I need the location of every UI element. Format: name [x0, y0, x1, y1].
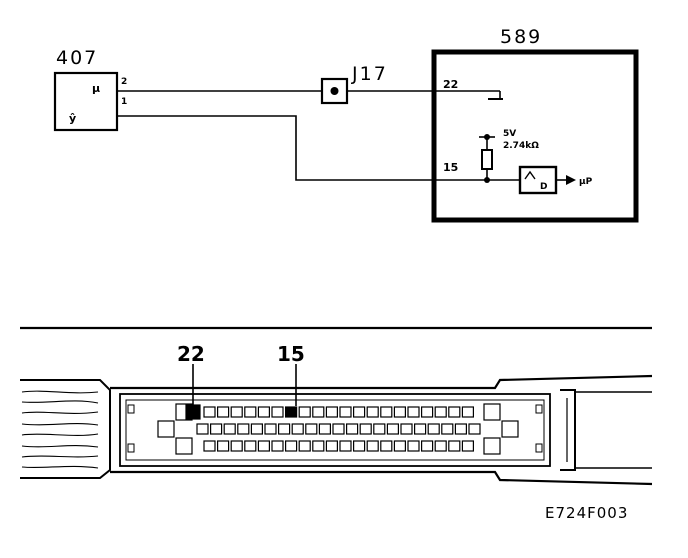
pin-cavity: [353, 440, 366, 452]
pin-cavity: [217, 406, 230, 418]
pin-cavity: [400, 423, 413, 435]
pin-cavity: [203, 406, 216, 418]
wire-pin1: [117, 115, 520, 181]
pin-cavity: [448, 440, 461, 452]
pin-cavity: [244, 406, 257, 418]
pin-cavity: [312, 406, 325, 418]
input-block-symbol: D: [540, 182, 547, 192]
sensor-symbol-top: μ: [92, 82, 100, 95]
connector-body: [20, 374, 653, 486]
pin-cavity: [196, 423, 209, 435]
pin-cavity: [373, 423, 386, 435]
pin-cavity: [346, 423, 359, 435]
sensor-pin-2-label: 2: [121, 77, 127, 87]
pin-cavity: [264, 423, 277, 435]
junction-node: [484, 177, 490, 183]
resistor-value-label: 2.74kΩ: [503, 141, 539, 151]
output-label: μP: [579, 177, 593, 187]
ecu-pin-15-label: 15: [443, 161, 458, 174]
pin-cavity: [217, 440, 230, 452]
pin-cavity: [407, 406, 420, 418]
connector-pin-grid: [157, 403, 519, 455]
sensor-box: [53, 71, 119, 132]
pin-cavity: [468, 423, 481, 435]
pin-cavity: [244, 440, 257, 452]
pin-cavity: [237, 423, 250, 435]
pin-cavity: [359, 423, 372, 435]
pin-cavity: [434, 440, 447, 452]
pin-cavity: [332, 423, 345, 435]
pin-cavity: [278, 423, 291, 435]
ecu-id-label: 589: [500, 26, 542, 48]
pin-cavity: [380, 440, 393, 452]
input-block-wave: [524, 170, 536, 180]
pin-cavity: [230, 440, 243, 452]
pin-cavity: [421, 406, 434, 418]
ecu-pin-22-label: 22: [443, 78, 458, 91]
pin-cavity: [448, 406, 461, 418]
pin-cavity: [454, 423, 467, 435]
pin-cavity: [339, 440, 352, 452]
resistor-symbol: [481, 149, 493, 170]
pin-cavity: [257, 440, 270, 452]
pin-cavity: [223, 423, 236, 435]
ecu-box: [431, 49, 639, 223]
large-cavity: [483, 403, 501, 421]
pin-cavity: [407, 440, 420, 452]
pin-cavity: [203, 440, 216, 452]
sensor-id-label: 407: [56, 47, 98, 69]
pin-cavity: [393, 440, 406, 452]
pin-cavity: [441, 423, 454, 435]
pin-cavity: [210, 423, 223, 435]
connector-j17-label: J17: [351, 63, 388, 85]
pin-cavity: [298, 406, 311, 418]
pin-cavity: [427, 423, 440, 435]
pin-cavity: [305, 423, 318, 435]
pin-cavity: [325, 440, 338, 452]
pin-label-22: 22: [177, 342, 205, 366]
pin-cavity: [285, 440, 298, 452]
pin-15-cavity: [285, 406, 298, 418]
pin-22-cavity: [185, 404, 201, 420]
large-cavity: [175, 437, 193, 455]
pin-cavity: [271, 440, 284, 452]
pin-cavity: [312, 440, 325, 452]
pin-cavity: [325, 406, 338, 418]
pin-cavity: [461, 406, 474, 418]
pin-cavity: [393, 406, 406, 418]
pin-cavity: [366, 406, 379, 418]
pin-cavity: [291, 423, 304, 435]
connector-j17-pin: [330, 87, 339, 95]
pin-cavity: [298, 440, 311, 452]
output-arrow-icon: [566, 175, 576, 185]
supply-voltage-label: 5V: [503, 129, 516, 139]
pin-cavity: [414, 423, 427, 435]
pin-cavity: [421, 440, 434, 452]
pin-cavity: [230, 406, 243, 418]
pin-cavity: [339, 406, 352, 418]
large-cavity: [157, 420, 175, 438]
pin-cavity: [461, 440, 474, 452]
pin-cavity: [250, 423, 263, 435]
pin-cavity: [257, 406, 270, 418]
pin-cavity: [380, 406, 393, 418]
large-cavity: [483, 437, 501, 455]
pin-cavity: [366, 440, 379, 452]
pin-label-15: 15: [277, 342, 305, 366]
pin-cavity: [353, 406, 366, 418]
pin-cavity: [271, 406, 284, 418]
pin-cavity: [318, 423, 331, 435]
sensor-pin-1-label: 1: [121, 97, 127, 107]
sensor-symbol-bottom: ŷ: [69, 112, 76, 125]
large-cavity: [501, 420, 519, 438]
input-block: [518, 165, 558, 195]
pin-cavity: [434, 406, 447, 418]
figure-code: E724F003: [545, 504, 628, 522]
pin-cavity: [386, 423, 399, 435]
